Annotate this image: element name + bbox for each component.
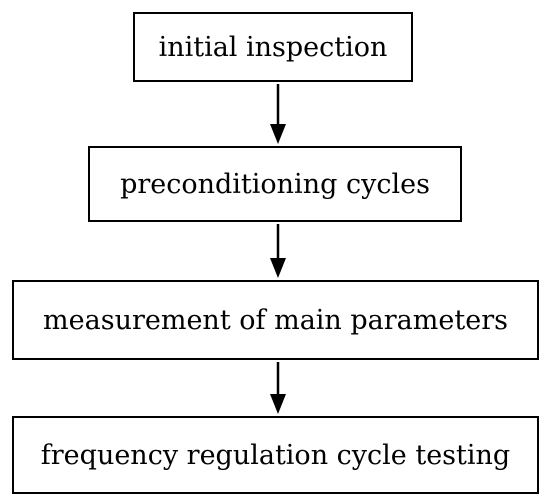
step-frequency-regulation-cycle-testing: frequency regulation cycle testing: [12, 416, 539, 494]
step-label: measurement of main parameters: [43, 304, 508, 336]
step-measurement-of-main-parameters: measurement of main parameters: [12, 280, 539, 360]
step-preconditioning-cycles: preconditioning cycles: [88, 146, 462, 222]
arrow-2-to-3: [270, 224, 286, 278]
step-label: frequency regulation cycle testing: [40, 439, 511, 471]
step-label: preconditioning cycles: [120, 168, 430, 200]
step-label: initial inspection: [158, 31, 388, 63]
arrow-1-to-2: [270, 84, 286, 144]
step-initial-inspection: initial inspection: [133, 12, 413, 82]
arrow-3-to-4: [270, 362, 286, 414]
